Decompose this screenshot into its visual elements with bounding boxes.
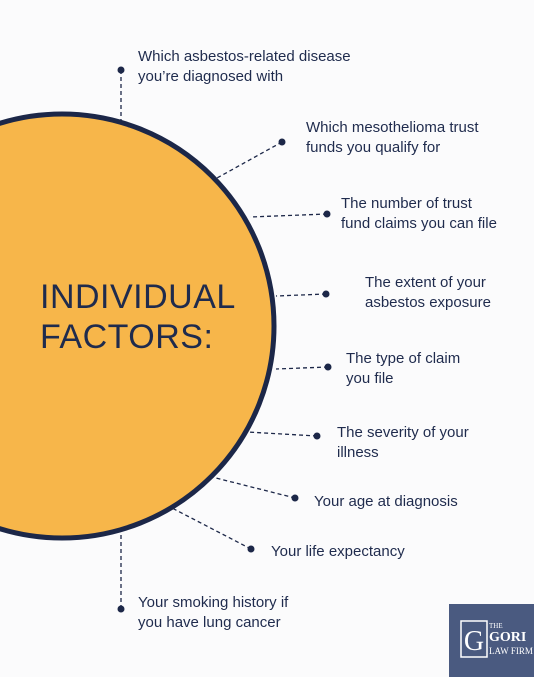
factor-life: Your life expectancy	[271, 543, 405, 560]
factor-smoking: Your smoking history if you have lung ca…	[138, 594, 289, 631]
factor-claims: The number of trust fund claims you can …	[341, 195, 497, 232]
factor-age: Your age at diagnosis	[314, 493, 458, 510]
connector-dot-disease	[117, 66, 125, 74]
connector-dot-severity	[313, 432, 321, 440]
connector-dot-age	[291, 494, 299, 502]
logo-name: GORI	[489, 630, 527, 645]
factor-claim-type: The type of claim you file	[346, 350, 461, 387]
connector-dot-life	[247, 545, 255, 553]
logo-g-mark-icon: G	[460, 620, 488, 658]
title-line-1: INDIVIDUAL	[40, 278, 236, 316]
connector-line-exposure	[275, 293, 327, 297]
connector-lines	[120, 70, 329, 609]
factor-exposure: The extent of your asbestos exposure	[365, 274, 491, 311]
factor-trust-funds: Which mesothelioma trust funds you quali…	[306, 119, 479, 156]
connector-dot-exposure	[322, 290, 330, 298]
connector-line-severity	[246, 431, 318, 437]
connector-line-claim-type	[275, 366, 329, 370]
factor-disease: Which asbestos-related disease you’re di…	[138, 48, 351, 85]
factors-circle	[0, 111, 277, 541]
connector-line-claims	[249, 213, 328, 218]
connector-line-trust-funds	[216, 141, 283, 179]
logo-sub: LAW FIRM	[489, 646, 533, 656]
connector-dot-claim-type	[324, 363, 332, 371]
connector-dots	[117, 66, 332, 613]
title-line-2: FACTORS:	[40, 318, 214, 356]
factor-severity: The severity of your illness	[337, 424, 469, 461]
connector-line-life	[171, 507, 252, 550]
connector-dot-smoking	[117, 605, 125, 613]
connector-dot-claims	[323, 210, 331, 218]
logo-the: THE	[489, 622, 503, 630]
connector-dot-trust-funds	[278, 138, 286, 146]
gori-law-firm-logo: G THE GORI LAW FIRM	[449, 604, 534, 677]
connector-line-age	[207, 475, 296, 499]
svg-text:G: G	[464, 626, 484, 657]
